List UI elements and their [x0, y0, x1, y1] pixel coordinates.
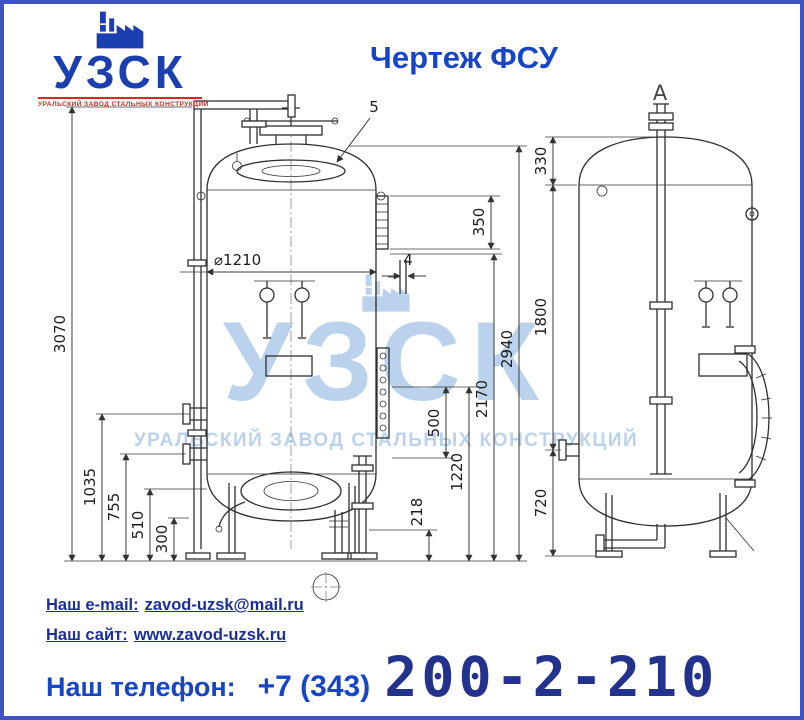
dim-3070: 3070 [51, 315, 69, 353]
side-view [558, 103, 772, 558]
dim-1800: 1800 [532, 298, 550, 336]
phone-row: Наш телефон: +7 (343) 200-2-210 [46, 650, 784, 705]
email-line: Наш e-mail: zavod-uzsk@mail.ru [46, 596, 304, 615]
dim-755: 755 [105, 493, 123, 522]
dim-330: 330 [532, 147, 550, 176]
dim-510: 510 [129, 511, 147, 540]
dim-720: 720 [532, 489, 550, 518]
front-view [182, 94, 407, 602]
phone-number: 200-2-210 [384, 645, 719, 709]
email-value[interactable]: zavod-uzsk@mail.ru [144, 596, 304, 614]
site-value[interactable]: www.zavod-uzsk.ru [133, 626, 287, 644]
dim-500: 500 [425, 409, 443, 438]
dim-1220: 1220 [448, 453, 466, 491]
company-logo: УЗСК УРАЛЬСКИЙ ЗАВОД СТАЛЬНЫХ КОНСТРУКЦИ… [38, 10, 208, 108]
logo-subtitle: УРАЛЬСКИЙ ЗАВОД СТАЛЬНЫХ КОНСТРУКЦИЙ [38, 97, 208, 108]
phone-label: Наш телефон: [46, 672, 236, 702]
dim-2170: 2170 [473, 380, 491, 418]
factory-icon [96, 11, 144, 49]
phone-prefix: +7 (343) [257, 670, 371, 703]
page-title: Чертеж ФСУ [370, 40, 558, 75]
email-label: Наш e-mail: [46, 596, 139, 614]
dim-4: 4 [403, 251, 413, 269]
callout-5: 5 [369, 98, 379, 116]
logo-text: УЗСК [53, 46, 187, 98]
dimensions-front: 3070 1035 755 510 300 ⌀1210 350 4 2940 2… [51, 98, 527, 562]
section-label-a: A [653, 81, 668, 105]
dim-350: 350 [470, 208, 488, 237]
dimensions-side: 330 1800 720 A [532, 81, 668, 557]
dim-218: 218 [408, 498, 426, 527]
site-line: Наш сайт: www.zavod-uzsk.ru [46, 626, 286, 645]
technical-drawing: 3070 1035 755 510 300 ⌀1210 350 4 2940 2… [51, 81, 772, 602]
dim-diameter-1210: ⌀1210 [214, 251, 261, 269]
dim-2940: 2940 [498, 330, 516, 368]
dim-300: 300 [153, 525, 171, 554]
site-label: Наш сайт: [46, 626, 128, 644]
dim-1035: 1035 [81, 468, 99, 506]
